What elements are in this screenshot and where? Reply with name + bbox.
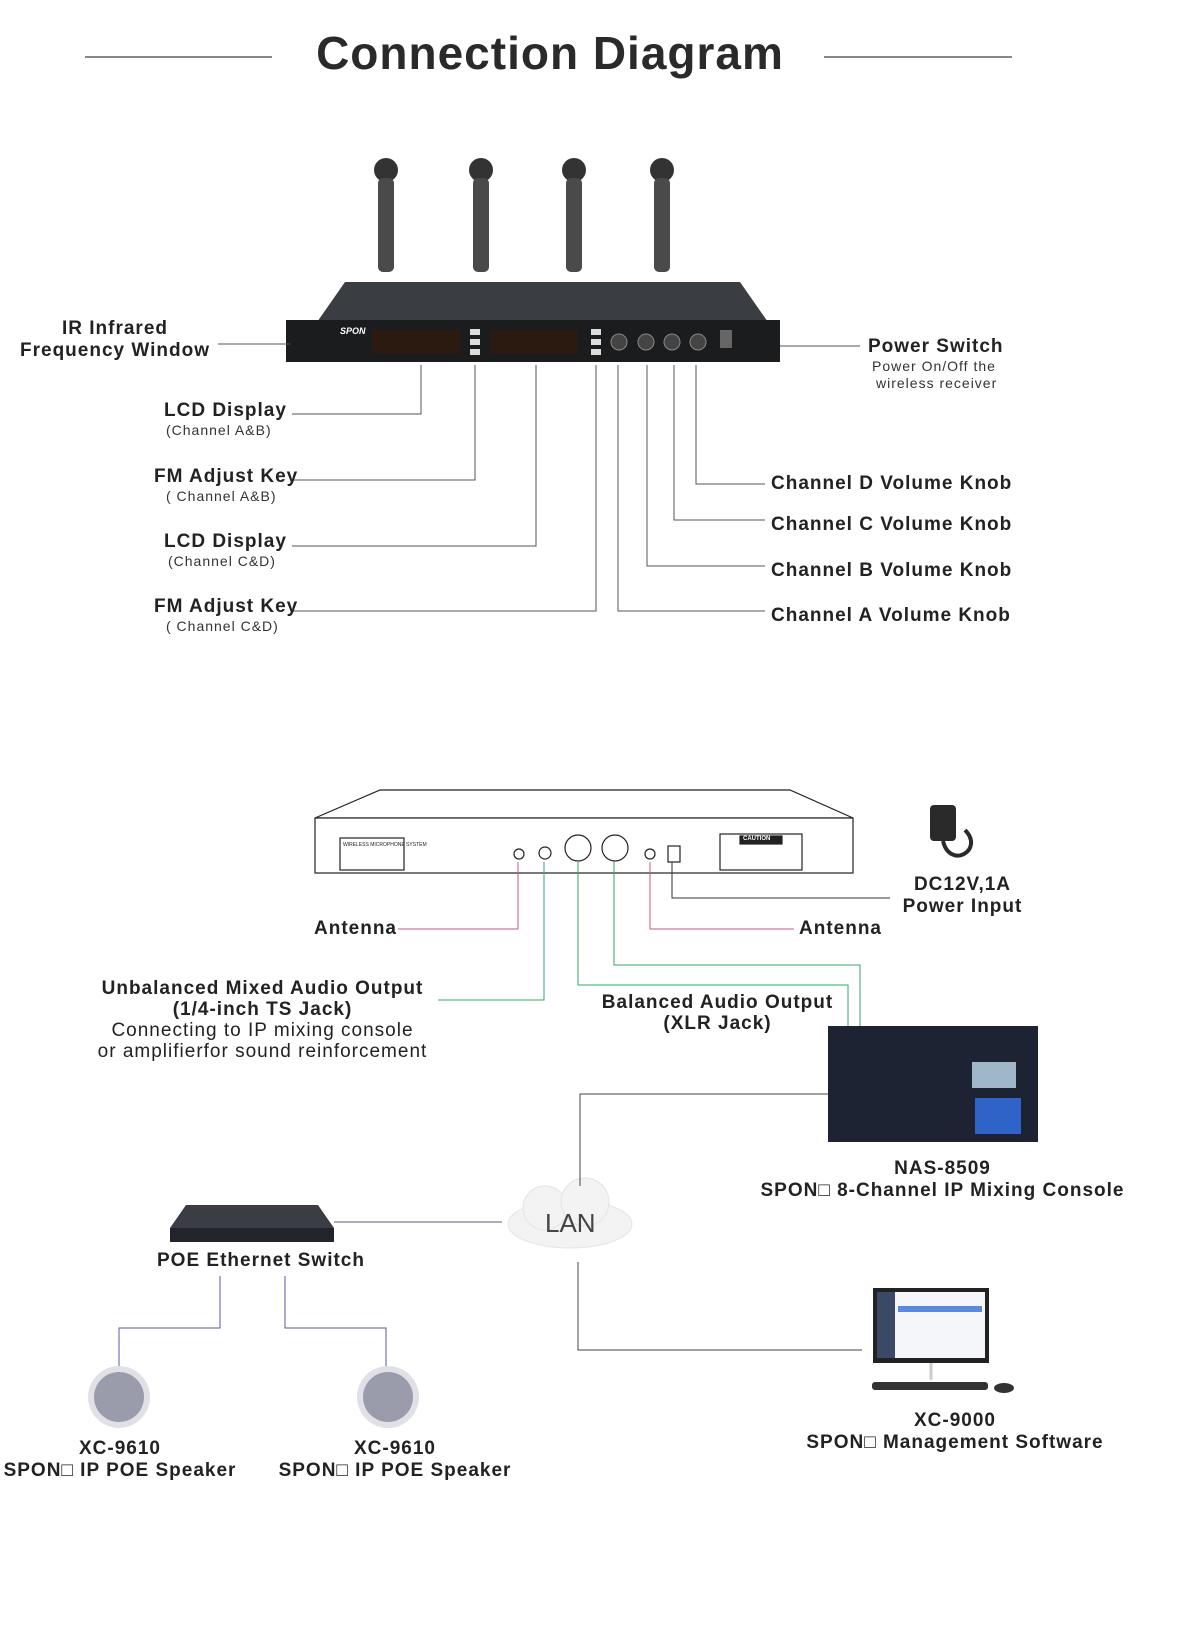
speaker-name: SPON□ IP POE Speaker (278, 1460, 512, 1481)
fm-cd-title: FM Adjust Key (154, 596, 299, 617)
microphones (374, 158, 674, 272)
dc-line: Power Input (902, 896, 1023, 917)
balanced-title: Balanced Audio Output (601, 992, 834, 1013)
balanced-jack: (XLR Jack) (663, 1013, 772, 1034)
front-callout-lines (218, 343, 860, 612)
knob-a-label: Channel A Volume Knob (771, 605, 1011, 626)
software-name: SPON□ Management Software (806, 1432, 1104, 1453)
lan-cloud-icon (507, 1177, 633, 1249)
knob-b-label: Channel B Volume Knob (771, 560, 1013, 581)
speaker-model: XC-9610 (79, 1438, 161, 1459)
lan-label: LAN (545, 1208, 596, 1238)
computer-icon (872, 1288, 1014, 1393)
speaker-icon (88, 1366, 150, 1428)
caution-label: CAUTION (743, 836, 771, 842)
switch-label: POE Ethernet Switch (157, 1250, 365, 1271)
lcd-cd-title: LCD Display (164, 531, 287, 552)
microphone-icon (562, 158, 586, 272)
balanced-output-label: Balanced Audio Output(XLR Jack) (600, 992, 835, 1034)
unbalanced-desc: Connecting to IP mixing console (111, 1020, 414, 1041)
fm-ab-title: FM Adjust Key (154, 466, 299, 487)
mixing-console-icon (828, 1026, 1038, 1142)
lan-lines (118, 1093, 862, 1368)
fm-ab-sub: ( Channel A&B) (166, 488, 277, 504)
knob-d-label: Channel D Volume Knob (771, 473, 1013, 494)
receiver-rear (314, 789, 854, 874)
lcd-cd-sub: (Channel C&D) (168, 553, 276, 569)
speaker-name: SPON□ IP POE Speaker (3, 1460, 237, 1481)
speaker-icon (357, 1366, 419, 1428)
power-switch-sub2: wireless receiver (876, 375, 998, 391)
power-switch-title: Power Switch (868, 336, 1004, 357)
antenna-left-label: Antenna (314, 918, 397, 939)
fm-cd-sub: ( Channel C&D) (166, 618, 279, 634)
antenna-right-label: Antenna (799, 918, 882, 939)
knob-c-label: Channel C Volume Knob (771, 514, 1013, 535)
unbalanced-jack: (1/4-inch TS Jack) (172, 999, 353, 1020)
receiver-front (286, 282, 780, 362)
lcd-ab-sub: (Channel A&B) (166, 422, 272, 438)
microphone-icon (650, 158, 674, 272)
ir-label-line: IR Infrared (61, 318, 169, 339)
unbalanced-title: Unbalanced Mixed Audio Output (101, 978, 424, 999)
poe-switch-icon (170, 1205, 334, 1242)
page-title: Connection Diagram (316, 27, 784, 79)
dc-line: DC12V,1A (913, 874, 1012, 895)
ir-label-line: Frequency Window (20, 340, 211, 361)
brand-logo: SPON (340, 326, 366, 336)
microphone-icon (469, 158, 493, 272)
unbalanced-desc: or amplifierfor sound reinforcement (97, 1041, 428, 1062)
microphone-icon (374, 158, 398, 272)
speaker-model: XC-9610 (354, 1438, 436, 1459)
power-switch-sub1: Power On/Off the (872, 358, 996, 374)
power-adapter-icon (930, 805, 974, 858)
unbalanced-output-label: Unbalanced Mixed Audio Output (1/4-inch … (90, 978, 435, 1062)
mixer-model: NAS-8509 (894, 1158, 991, 1179)
software-model: XC-9000 (914, 1410, 996, 1431)
lcd-ab-title: LCD Display (164, 400, 287, 421)
rear-panel-label: WIRELESS MICROPHONE SYSTEM (343, 842, 427, 848)
rear-connection-lines (398, 862, 890, 1030)
mixer-name: SPON□ 8-Channel IP Mixing Console (760, 1180, 1125, 1201)
